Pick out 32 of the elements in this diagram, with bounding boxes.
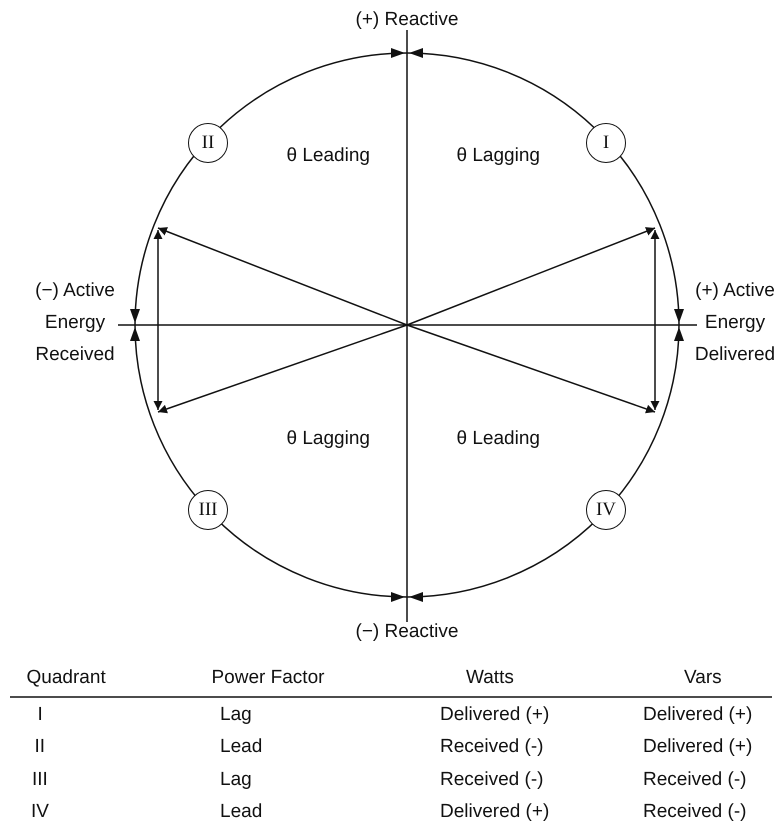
table-cell: Delivered (+): [440, 801, 550, 823]
table-cell: Received (-): [440, 736, 544, 758]
quadrant-circle: I: [586, 123, 626, 163]
table-cell: Received (-): [643, 769, 746, 791]
quadrant-label: θ Lagging: [456, 145, 540, 167]
quadrant-circle: II: [188, 123, 228, 163]
quadrant-circle: IV: [586, 490, 626, 530]
table-cell: Lead: [220, 801, 262, 823]
column-header: Quadrant: [26, 667, 106, 689]
table-cell: Delivered (+): [643, 704, 752, 726]
column-header: Power Factor: [212, 667, 324, 689]
table-cell: Received (-): [643, 801, 746, 823]
column-header: Vars: [684, 667, 722, 689]
table-cell: Lead: [220, 736, 262, 758]
table-cell: I: [38, 704, 43, 726]
quadrant-label: θ Lagging: [286, 428, 370, 450]
quadrant-label: θ Leading: [286, 145, 370, 167]
quadrant-circle: III: [188, 490, 228, 530]
table-cell: Lag: [220, 769, 252, 791]
table-cell: Delivered (+): [440, 704, 550, 726]
axis-label: (+) Active Energy Delivered: [694, 279, 776, 367]
table-cell: Lag: [220, 704, 252, 726]
table-cell: IV: [31, 801, 49, 823]
table-cell: III: [32, 769, 48, 791]
table-cell: Received (-): [440, 769, 544, 791]
axis-label: (−) Reactive: [356, 621, 458, 643]
axis-label: (+) Reactive: [356, 9, 458, 31]
column-header: Watts: [466, 667, 514, 689]
table-cell: Delivered (+): [643, 736, 752, 758]
quadrant-label: θ Leading: [456, 428, 540, 450]
axis-label: (−) Active Energy Received: [34, 279, 116, 367]
table-cell: II: [34, 736, 46, 758]
